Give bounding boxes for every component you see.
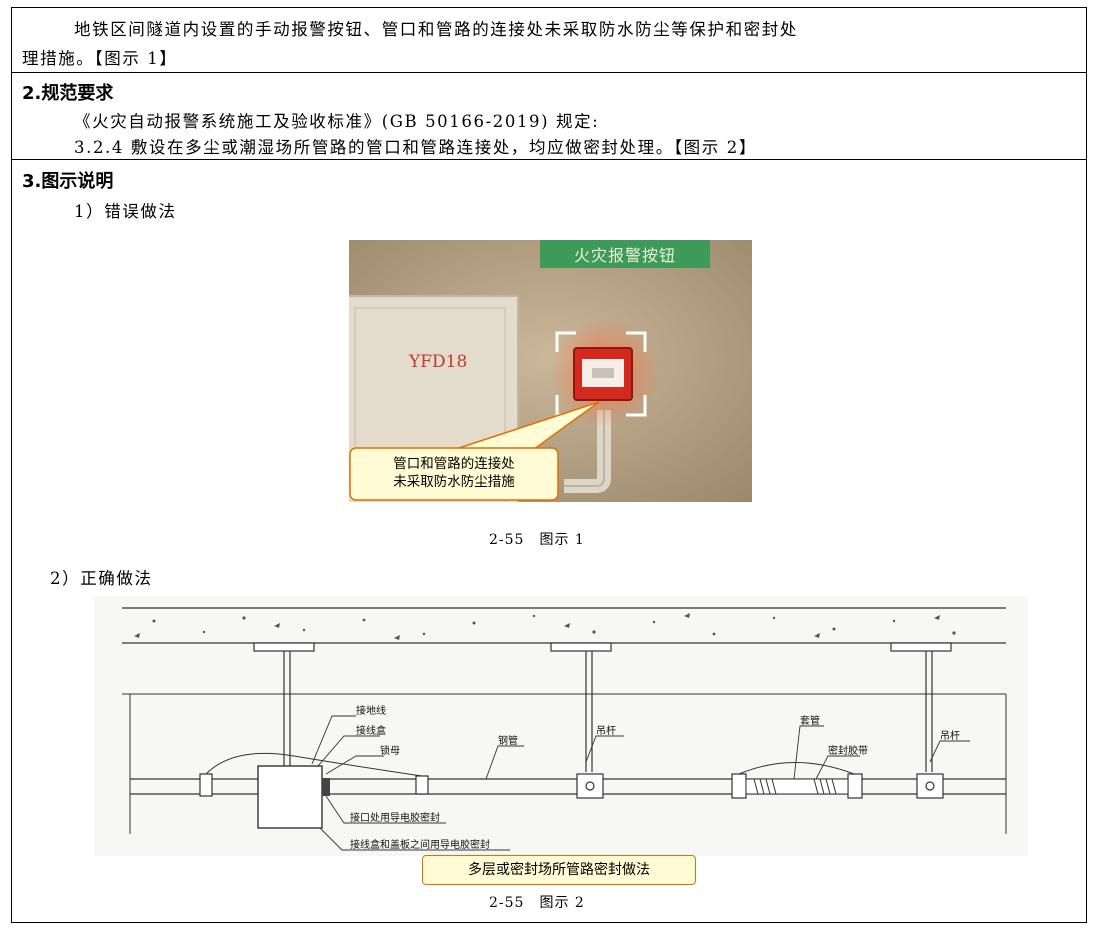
junction-box xyxy=(257,765,323,829)
drawing-labels: 接地线 接线盒 锁母 钢管 吊杆 套管 密封胶带 吊杆 接口处用导电胶密封 接线… xyxy=(350,704,960,851)
section-1-line-1: 地铁区间隧道内设置的手动报警按钮、管口和管路的连接处未采取防水防尘等保护和密封处 xyxy=(74,20,798,39)
section-1-line-2: 理措施。【图示 1】 xyxy=(22,49,178,68)
section-2-heading: 2.规范要求 xyxy=(22,83,114,104)
cabinet-label: YFD18 xyxy=(409,352,468,372)
sign-text: 火灾报警按钮 xyxy=(573,246,676,265)
document-table: 地铁区间隧道内设置的手动报警按钮、管口和管路的连接处未采取防水防尘等保护和密封处… xyxy=(11,7,1087,923)
hangers xyxy=(253,642,952,772)
callout-line-2: 未采取防水防尘措施 xyxy=(393,474,515,490)
section-1-row: 地铁区间隧道内设置的手动报警按钮、管口和管路的连接处未采取防水防尘等保护和密封处… xyxy=(12,8,1086,73)
label-ground-wire: 接地线 xyxy=(356,704,386,717)
label-lock-nut: 锁母 xyxy=(380,744,400,757)
correct-practice-label: 2）正确做法 xyxy=(50,569,153,588)
figure-2-title: 多层或密封场所管路密封做法 xyxy=(422,855,696,885)
label-hanger-1: 吊杆 xyxy=(596,725,616,737)
sign-board xyxy=(540,240,710,268)
label-sleeve: 套管 xyxy=(800,714,820,727)
wrong-practice-label: 1）错误做法 xyxy=(74,202,177,221)
label-junction-box: 接线盒 xyxy=(356,724,386,737)
sealing-tape-hatching xyxy=(753,778,837,795)
standard-reference: 《火灾自动报警系统施工及验收标准》(GB 50166-2019) 规定: xyxy=(74,112,600,131)
callout-line-1: 管口和管路的连接处 xyxy=(393,456,515,472)
figure-1-illustration xyxy=(349,240,752,502)
slab-aggregate xyxy=(134,613,956,640)
label-interface-seal: 接口处用导电胶密封 xyxy=(350,811,440,824)
clause-text: 3.2.4 敷设在多尘或潮湿场所管路的管口和管路连接处，均应做密封处理。【图示 … xyxy=(74,138,757,157)
figure-2-drawing: 接地线 接线盒 锁母 钢管 吊杆 套管 密封胶带 吊杆 接口处用导电胶密封 接线… xyxy=(94,596,1028,856)
callout-text: 管口和管路的连接处 未采取防水防尘措施 xyxy=(350,455,558,491)
figure-2-caption: 2-55 图示 2 xyxy=(489,895,585,911)
label-steel-pipe: 钢管 xyxy=(498,734,518,747)
figure-1-photo: 火灾报警按钮 YFD18 管口和管路的连接处 未采取防水防尘措施 xyxy=(349,240,752,502)
label-box-cover-seal: 接线盒和盖板之间用导电胶密封 xyxy=(350,838,490,851)
label-sealing-tape: 密封胶带 xyxy=(828,744,868,757)
label-hanger-2: 吊杆 xyxy=(940,730,960,742)
figure-1-caption: 2-55 图示 1 xyxy=(489,532,585,548)
section-3-heading: 3.图示说明 xyxy=(22,171,114,192)
leader-lines xyxy=(311,715,970,851)
ground-wire xyxy=(205,752,423,777)
section-2-row: 2.规范要求 《火灾自动报警系统施工及验收标准》(GB 50166-2019) … xyxy=(12,73,1086,160)
callout-bubble xyxy=(349,447,559,501)
